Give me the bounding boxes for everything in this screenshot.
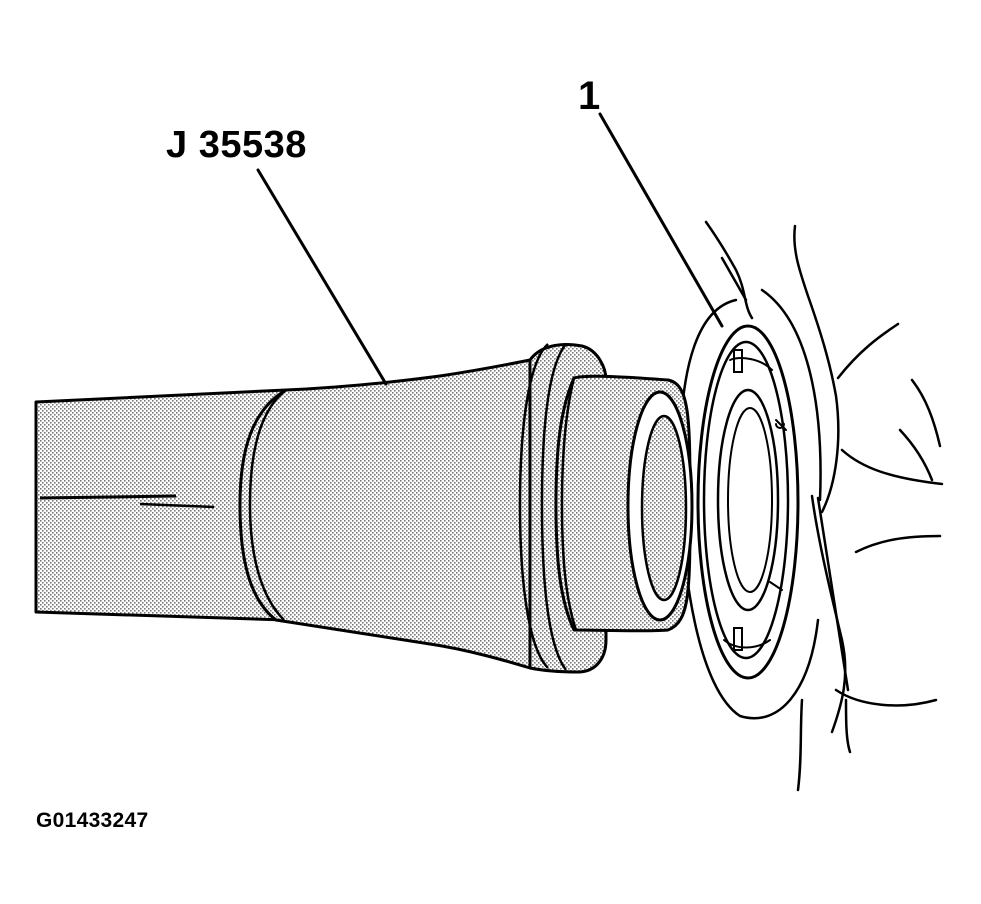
- handle-line: [39, 494, 177, 500]
- part-callout-number: 1: [578, 74, 601, 118]
- tool-callout-label: J 35538: [166, 124, 307, 166]
- tool-leader-line: [256, 168, 388, 386]
- part-leader-line: [598, 112, 724, 328]
- housing-bore-flange: [678, 288, 822, 720]
- tool-body: [238, 358, 532, 670]
- figure-id: G01433247: [36, 809, 149, 832]
- transmission-housing: [704, 220, 944, 792]
- seal: [696, 324, 800, 680]
- installer-tool: [34, 343, 694, 674]
